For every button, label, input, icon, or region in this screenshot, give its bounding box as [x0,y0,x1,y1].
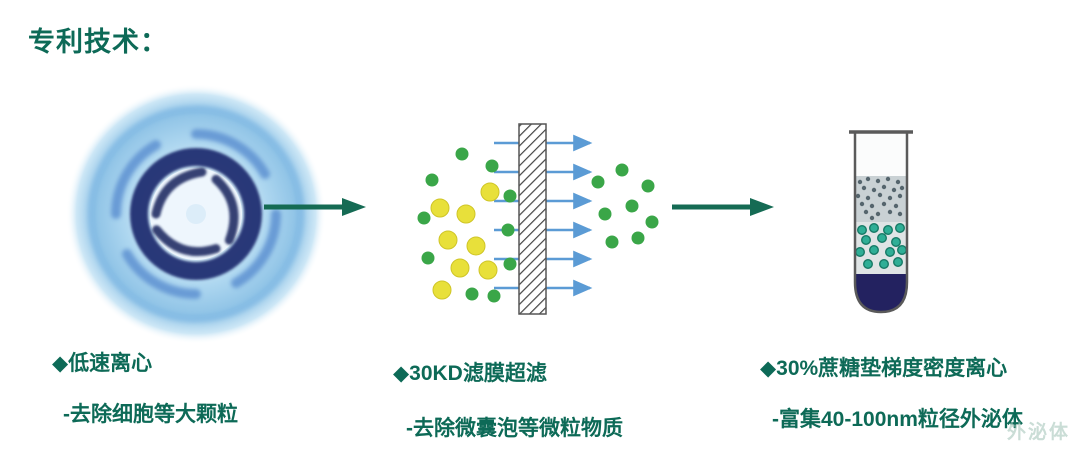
tube-outline [853,133,909,314]
filter-membrane [518,123,547,315]
pre-filter-particles [417,147,517,303]
stage1-sub: -去除细胞等大颗粒 [63,403,238,426]
stage1-label: ◆低速离心 [52,352,153,375]
stage2-label: ◆30KD滤膜超滤 [393,362,547,385]
density-gradient-tube-icon [849,130,913,314]
vortex-centrifuge-icon [66,84,326,344]
stage3-sub: -富集40-100nm粒径外泌体 [772,408,1023,431]
flow-arrow-icon [672,198,774,216]
stage2-sub: -去除微囊泡等微粒物质 [406,417,623,440]
post-filter-particles [591,163,659,249]
membrane-filter-icon [417,123,659,315]
flow-arrow-icon [264,198,366,216]
exosome-particles [855,222,907,269]
page-title: 专利技术： [28,27,168,57]
stage3-label: ◆30%蔗糖垫梯度密度离心 [760,357,1008,380]
gray-particles [855,176,905,221]
watermark-text: 外泌体 [1006,422,1070,443]
